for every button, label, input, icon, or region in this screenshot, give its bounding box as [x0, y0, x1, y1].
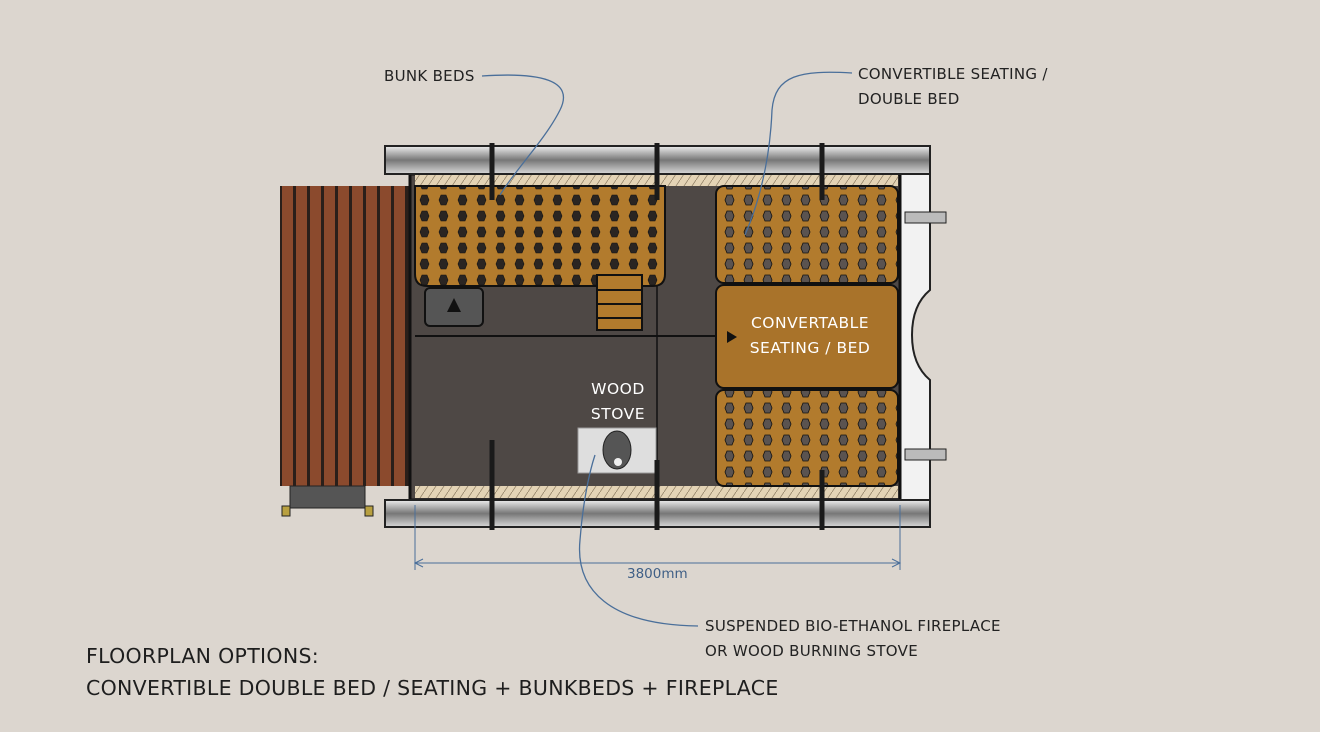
- seating-bottom: [715, 389, 899, 487]
- label-convertible-line1: CONVERTIBLE SEATING /: [858, 65, 1048, 83]
- bed-label-line2: SEATING / BED: [749, 339, 871, 357]
- pipe-bottom: [904, 448, 947, 461]
- convertible-bed: [715, 284, 899, 389]
- wood-stove: [577, 427, 657, 474]
- right-wall: [897, 173, 931, 501]
- stove-label-line1: WOOD: [591, 380, 645, 398]
- leader-fireplace: [578, 454, 699, 627]
- leader-convertible: [744, 71, 853, 236]
- stove-label-line2: STOVE: [590, 405, 646, 423]
- bed-label-line1: CONVERTABLE: [750, 314, 870, 332]
- bunk-beds: [414, 185, 666, 287]
- title-line1: FLOORPLAN OPTIONS:: [86, 644, 319, 668]
- label-fireplace: SUSPENDED BIO-ETHANOL FIREPLACE OR WOOD …: [705, 614, 1001, 664]
- label-convertible-seating: CONVERTIBLE SEATING / DOUBLE BED: [858, 62, 1048, 112]
- label-fireplace-line1: SUSPENDED BIO-ETHANOL FIREPLACE: [705, 617, 1001, 635]
- deck: [280, 186, 410, 517]
- stove-label: WOOD STOVE: [568, 377, 668, 427]
- ladder: [596, 274, 643, 331]
- label-bunk-beds: BUNK BEDS: [384, 67, 475, 85]
- storage-box: [424, 287, 484, 327]
- pipe-top: [904, 211, 947, 224]
- bed-label: CONVERTABLE SEATING / BED: [730, 311, 890, 361]
- label-convertible-line2: DOUBLE BED: [858, 90, 960, 108]
- posts: [489, 143, 825, 530]
- dimension-label: 3800mm: [627, 566, 688, 582]
- leader-bunk-beds: [481, 74, 565, 196]
- label-fireplace-line2: OR WOOD BURNING STOVE: [705, 642, 918, 660]
- seating-top: [715, 185, 899, 284]
- dimension-line: [413, 505, 902, 570]
- title-line2: CONVERTIBLE DOUBLE BED / SEATING + BUNKB…: [86, 676, 779, 700]
